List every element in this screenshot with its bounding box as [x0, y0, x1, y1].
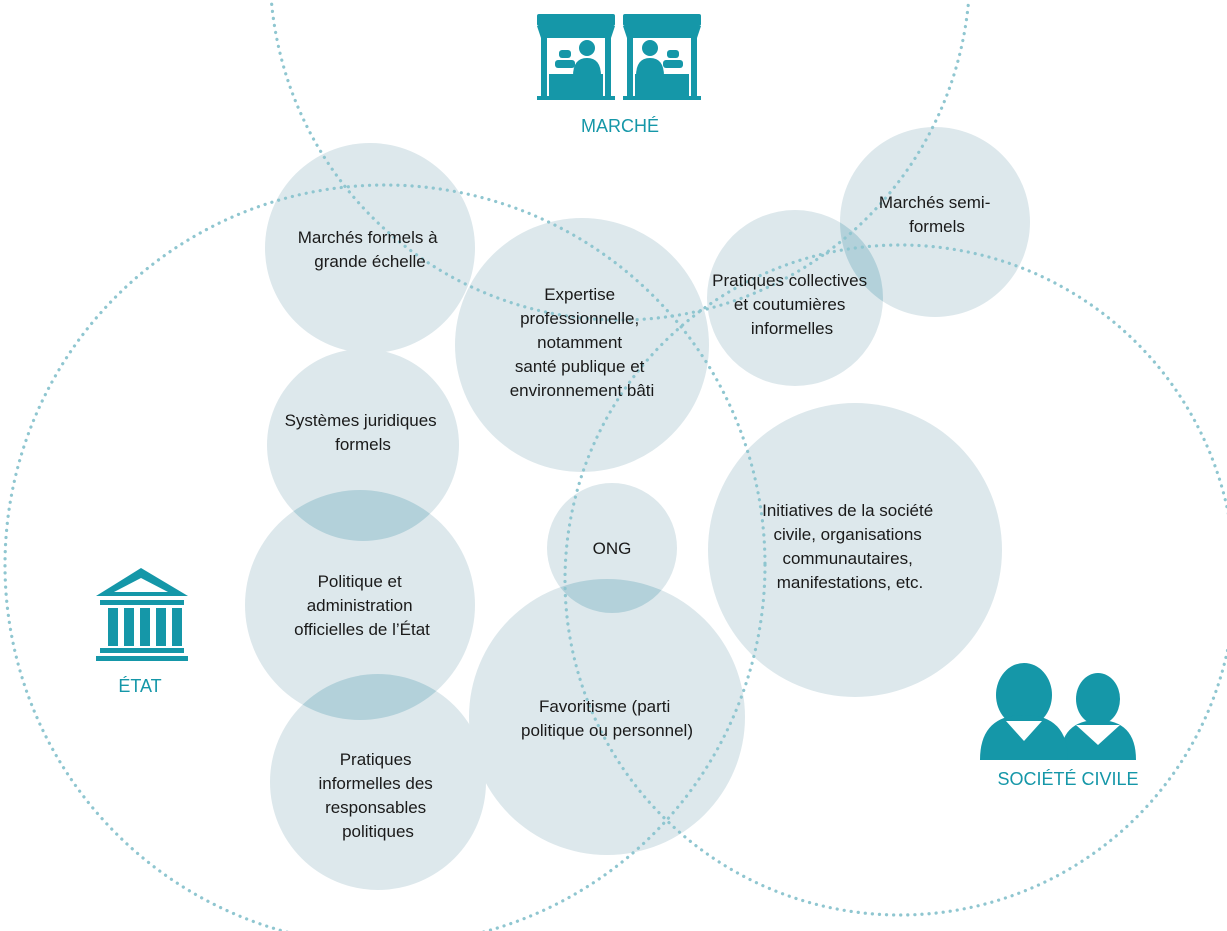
bubble-politique-administration [245, 490, 475, 720]
label-initiatives: Initiatives de la société civile, organi… [762, 501, 938, 592]
sphere-label-marche: MARCHÉ [581, 116, 659, 136]
stall-right [623, 14, 701, 100]
people-icon [980, 663, 1136, 760]
label-pratiques-informelles: Pratiques informelles des responsables p… [318, 750, 437, 841]
bubble-pratiques-collectives [707, 210, 883, 386]
government-building-icon [96, 568, 188, 661]
bubble-marches-semi-formels [840, 127, 1030, 317]
label-favoritisme: Favoritisme (parti politique ou personne… [521, 697, 693, 740]
label-systemes-juridiques: Systèmes juridiques formels [285, 411, 442, 454]
stall-left [537, 14, 615, 100]
bubble-initiatives [708, 403, 1002, 697]
sphere-label-etat: ÉTAT [118, 676, 161, 696]
bubble-expertise [455, 218, 709, 472]
bubble-favoritisme [469, 579, 745, 855]
label-ong: ONG [593, 539, 632, 558]
sphere-rings [3, 0, 1227, 931]
ring-societe-civile [563, 243, 1227, 917]
bubble-pratiques-informelles [270, 674, 486, 890]
bubble-layer [245, 127, 1030, 890]
sphere-label-societe-civile: SOCIÉTÉ CIVILE [997, 769, 1138, 789]
label-expertise: Expertise professionnelle, notamment san… [510, 285, 655, 400]
label-politique-administration: Politique et administration officielles … [294, 572, 430, 639]
ring-etat [3, 183, 767, 931]
label-pratiques-collectives: Pratiques collectives et coutumières inf… [712, 271, 872, 338]
bubble-systemes-juridiques [267, 349, 459, 541]
market-stall-icon [537, 14, 701, 100]
label-marches-semi-formels: Marchés semi- formels [879, 193, 995, 236]
label-marches-formels: Marchés formels à grande échelle [298, 228, 443, 271]
bubble-marches-formels [265, 143, 475, 353]
bubble-ong [547, 483, 677, 613]
